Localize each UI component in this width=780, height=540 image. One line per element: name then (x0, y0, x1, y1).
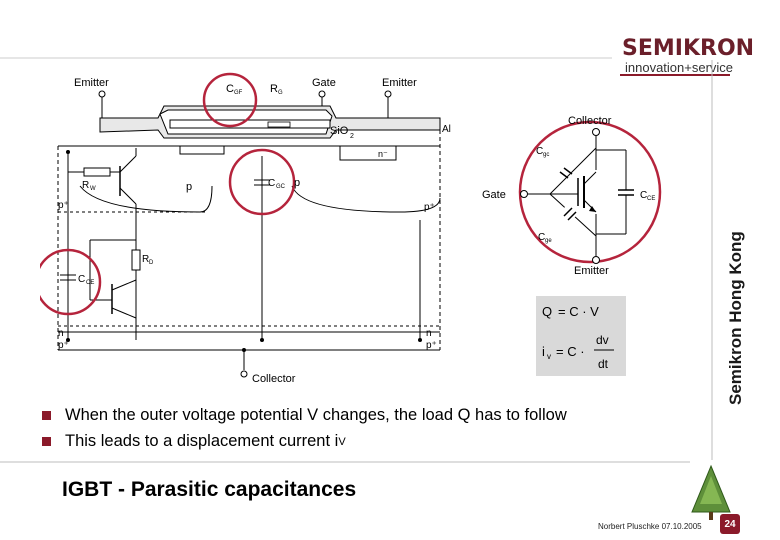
label-rd-sub: D (149, 260, 154, 266)
label-p-left: p (186, 181, 192, 193)
eq-label-cge: C (538, 232, 545, 243)
eq-label-cge-sub: ge (545, 238, 552, 244)
label-rw: R (82, 180, 89, 191)
bullet-marker (42, 411, 51, 420)
label-gate: Gate (312, 77, 336, 89)
header-divider (0, 57, 612, 59)
tree-logo-icon (691, 464, 731, 520)
logo-tagline: innovation+service (625, 60, 734, 75)
label-rw-sub: W (90, 186, 96, 192)
slide-title: IGBT - Parasitic capacitances (62, 478, 357, 501)
eq-label-gate: Gate (482, 189, 506, 201)
label-emitter-right: Emitter (382, 77, 417, 89)
label-cgc: C (268, 178, 275, 189)
eq-label-emitter: Emitter (574, 265, 609, 277)
label-p-bottom-left: p⁺ (58, 340, 69, 351)
author-date: Norbert Pluschke 07.10.2005 (598, 522, 702, 531)
bullet-1: When the outer voltage potential V chang… (42, 406, 567, 425)
label-cgf-sub: GF (234, 90, 243, 96)
label-p-mid: p (294, 177, 300, 189)
label-p-plus-right: p⁺ (424, 202, 435, 213)
eq-label-cce: C (640, 190, 647, 201)
logo-underline (620, 74, 730, 76)
igbt-cross-section: Emitter Gate Emitter C GF R G SiO 2 Al n… (40, 72, 451, 385)
bullet-2-text: This leads to a displacement current i (65, 432, 339, 450)
formula-den: dt (598, 357, 609, 371)
label-rd: R (142, 254, 149, 265)
label-rg-sub: G (278, 90, 283, 96)
label-n-right: n (426, 328, 432, 339)
igbt-equivalent-circuit: Collector C gc Gate C CE C ge Emitter (482, 115, 662, 277)
label-p-bottom-right: p⁺ (426, 340, 437, 351)
footer-divider (0, 461, 690, 463)
formula-i-eq: = C · (556, 344, 585, 359)
label-collector: Collector (252, 373, 296, 385)
formula-i: i (542, 344, 545, 359)
semikron-logo: SEMIKRON (622, 36, 755, 61)
bullet-1-text: When the outer voltage potential V chang… (65, 406, 567, 424)
page-number: 24 (720, 514, 740, 534)
label-n-top: n⁻ (378, 149, 388, 159)
formula-num: dv (596, 333, 609, 347)
label-sio2: SiO (330, 125, 349, 137)
label-rg: R (270, 83, 278, 95)
label-sio2-sub: 2 (350, 133, 354, 140)
bullet-2-sub: V (338, 435, 346, 448)
label-n-left: n (58, 328, 64, 339)
eq-label-cgc-sub: gc (543, 152, 549, 158)
formula-q: Q (542, 304, 552, 319)
label-cce: C (78, 274, 85, 285)
bullet-marker (42, 437, 51, 446)
label-cce-sub: CE (86, 280, 94, 286)
eq-label-cce-sub: CE (647, 196, 655, 202)
label-p-plus-left: p⁺ (58, 200, 69, 211)
label-al: Al (442, 124, 451, 135)
formula-i-sub: v (547, 352, 551, 361)
eq-label-cgc: C (536, 146, 543, 157)
formula-box: Q = C · V i v = C · dv dt (536, 296, 626, 376)
formula-q-rhs: = C · V (558, 304, 599, 319)
label-emitter-left: Emitter (74, 77, 109, 89)
side-label: Semikron Hong Kong (726, 231, 745, 405)
eq-label-collector: Collector (568, 115, 612, 127)
label-cgc-sub: GC (276, 184, 286, 190)
label-cgf: C (226, 83, 234, 95)
side-divider (711, 60, 713, 460)
